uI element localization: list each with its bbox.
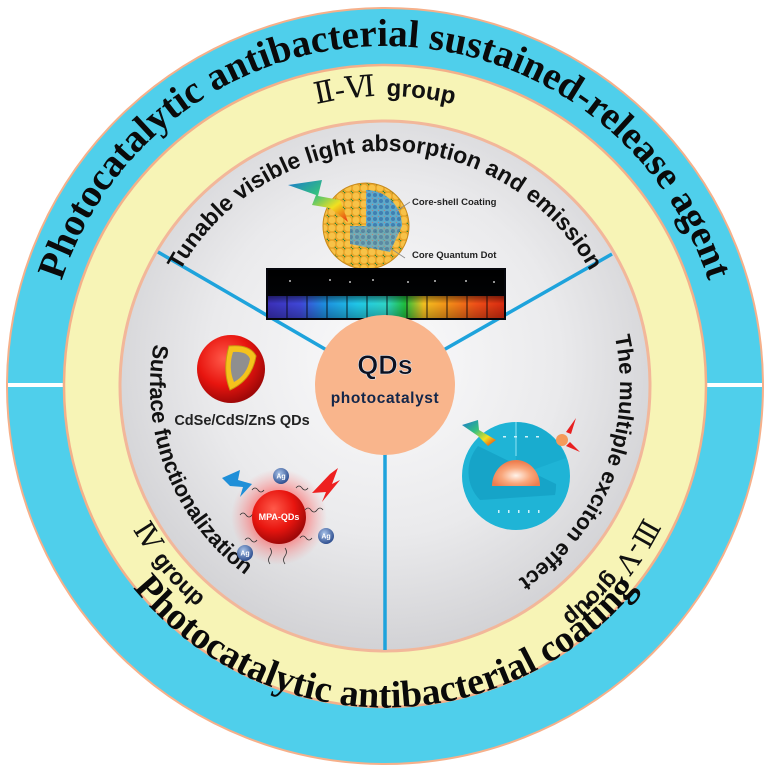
annotation-cdse-cds-zns: CdSe/CdS/ZnS QDs bbox=[174, 413, 309, 429]
section-dividers bbox=[157, 250, 613, 650]
quantum-dot-vials-photo bbox=[266, 268, 506, 320]
blue-lightning-icon bbox=[222, 470, 252, 497]
core-shell-particle-illustration bbox=[322, 182, 410, 270]
center-title: QDs bbox=[357, 350, 413, 380]
red-lightning-icon bbox=[312, 468, 340, 502]
outer-ring-divider-left bbox=[8, 383, 66, 387]
annotation-mpa-qds: MPA-QDs bbox=[259, 512, 300, 522]
mpa-qds-illustration: MPA-QDs bbox=[231, 468, 334, 565]
cdse-cds-zns-sphere-illustration bbox=[197, 335, 265, 403]
annotation-core-quantum-dot: Core Quantum Dot bbox=[412, 250, 497, 261]
lightning-bolt-icon bbox=[288, 180, 348, 222]
annotation-ag-1: Ag bbox=[276, 474, 285, 481]
outer-ring-divider-right bbox=[705, 383, 762, 387]
annotation-ag-2: Ag bbox=[321, 534, 330, 541]
exciton-illustration bbox=[462, 418, 580, 530]
callout-lines bbox=[389, 201, 411, 259]
center-subtitle: photocatalyst bbox=[331, 390, 440, 407]
annotation-ag-3: Ag bbox=[240, 551, 249, 558]
annotation-core-shell-coating: Core-shell Coating bbox=[412, 197, 497, 208]
center-disc bbox=[315, 315, 455, 455]
